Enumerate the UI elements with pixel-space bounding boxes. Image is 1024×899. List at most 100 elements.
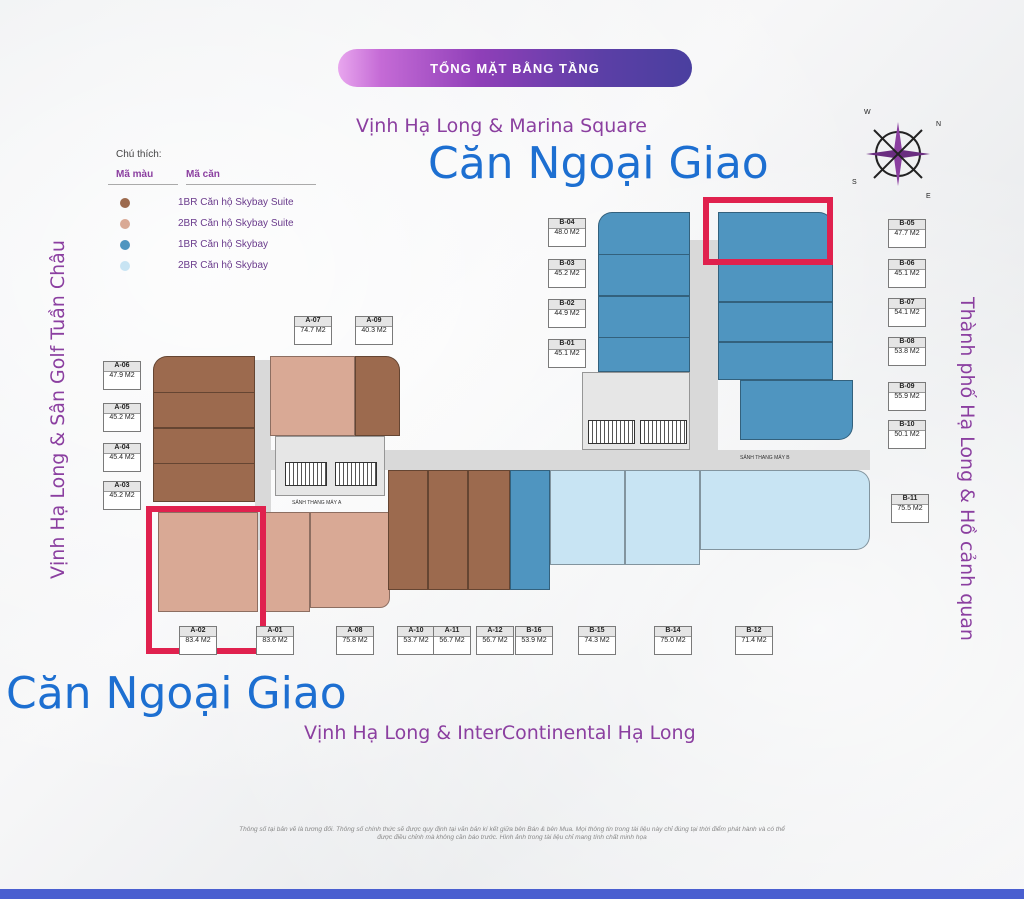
unit-area: 45.2 M2 [109,413,135,421]
view-right-label: Thành phố Hạ Long & Hồ cảnh quan [956,297,978,641]
unit-code: B-03 [549,260,585,270]
legend-col-code: Mã căn [186,169,220,180]
footer-bar [0,889,1024,899]
unit-area: 54.1 M2 [894,308,920,316]
legend: Chú thích: Mã màu Mã căn 1BR Căn hộ Skyb… [108,147,333,287]
legend-col-color: Mã màu [116,169,154,180]
unit-code: B-12 [736,627,772,637]
unit-code: A-12 [477,627,513,637]
disclaimer: Thông số tại bản vẽ là tương đối. Thông … [239,826,785,842]
unit-code: A-08 [337,627,373,637]
unit-area: 75.0 M2 [660,636,686,644]
unit-area: 56.7 M2 [482,636,508,644]
legend-item: 2BR Căn hộ Skybay [108,260,268,271]
unit-code: B-02 [549,300,585,310]
lobby-b-label: SẢNH THANG MÁY B [740,455,790,461]
unit-area: 71.4 M2 [741,636,767,644]
unit-area: 75.8 M2 [342,636,368,644]
legend-label: 2BR Căn hộ Skybay [178,260,269,271]
unit-area: 45.2 M2 [109,491,135,499]
unit-area: 45.4 M2 [109,453,135,461]
unit-area: 40.3 M2 [361,326,387,334]
legend-item: 2BR Căn hộ Skybay Suite [108,218,294,229]
callout-bottom: Căn Ngoại Giao [6,668,347,719]
unit-area: 75.5 M2 [897,504,923,512]
unit-area: 74.7 M2 [300,326,326,334]
unit-code: B-07 [889,299,925,309]
compass-s: S [852,179,857,186]
legend-item: 1BR Căn hộ Skybay Suite [108,197,294,208]
unit-code: B-15 [579,627,615,637]
unit-area: 53.7 M2 [403,636,429,644]
unit-code: A-01 [257,627,293,637]
legend-label: 1BR Căn hộ Skybay Suite [178,197,294,208]
unit-code: A-11 [434,627,470,637]
unit-area: 45.1 M2 [554,349,580,357]
unit-code: B-14 [655,627,691,637]
compass-e: E [926,193,931,200]
legend-swatch [120,260,130,271]
unit-code: B-09 [889,383,925,393]
unit-area: 45.1 M2 [894,269,920,277]
highlight-b05 [703,197,833,265]
unit-area: 47.7 M2 [894,229,920,237]
unit-code: A-06 [104,362,140,372]
page-title: TỔNG MẶT BẰNG TẦNG [338,49,692,87]
unit-area: 83.4 M2 [185,636,211,644]
unit-code: B-16 [516,627,552,637]
compass-n: N [936,121,941,128]
unit-code: B-01 [549,340,585,350]
unit-code: A-04 [104,444,140,454]
unit-code: A-03 [104,482,140,492]
unit-area: 53.8 M2 [894,347,920,355]
legend-swatch [120,239,130,250]
legend-heading: Chú thích: [116,149,162,160]
callout-top: Căn Ngoại Giao [428,138,769,189]
unit-code: A-09 [356,317,392,327]
legend-label: 1BR Căn hộ Skybay [178,239,269,250]
unit-area: 55.9 M2 [894,392,920,400]
compass-icon: W N S E [852,109,941,200]
unit-code: A-07 [295,317,331,327]
unit-code: B-10 [889,421,925,431]
unit-area: 44.9 M2 [554,309,580,317]
unit-area: 83.6 M2 [262,636,288,644]
unit-code: A-10 [398,627,434,637]
unit-code: B-08 [889,338,925,348]
legend-swatch [120,218,130,229]
lobby-a-label: SẢNH THANG MÁY A [292,500,342,506]
unit-area: 53.9 M2 [521,636,547,644]
view-bottom-label: Vịnh Hạ Long & InterContinental Hạ Long [304,722,696,744]
compass-w: W [864,109,871,116]
legend-swatch [120,197,130,208]
unit-area: 56.7 M2 [439,636,465,644]
legend-item: 1BR Căn hộ Skybay [108,239,268,250]
unit-area: 47.9 M2 [109,371,135,379]
unit-code: A-02 [180,627,216,637]
